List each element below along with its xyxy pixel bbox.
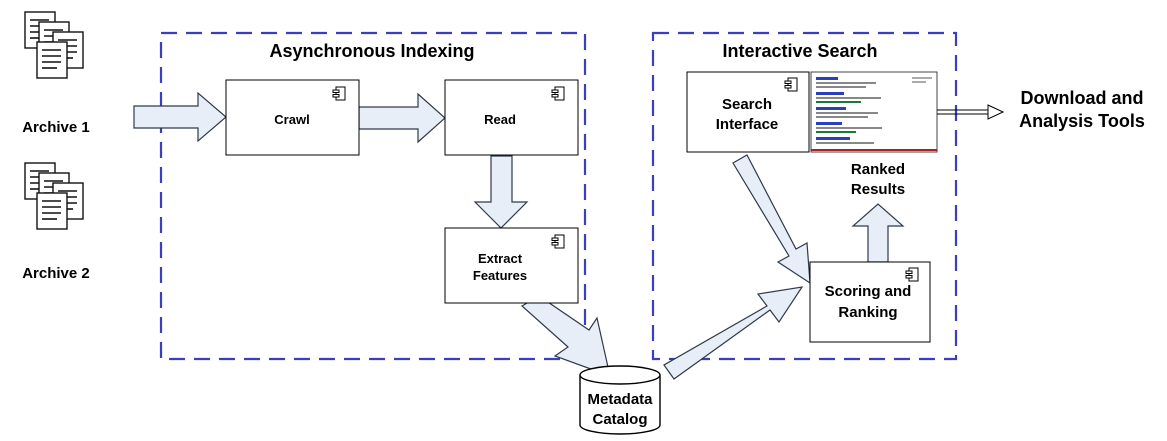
asynchronous-indexing-title: Asynchronous Indexing <box>269 41 474 61</box>
extract-features-label-line2: Features <box>473 268 527 283</box>
metadata-catalog-label-line2: Catalog <box>592 411 647 428</box>
interactive-search-title: Interactive Search <box>722 41 877 61</box>
extract-features-label-line1: Extract <box>478 251 523 266</box>
scoring-ranking-label-line2: Ranking <box>838 304 897 321</box>
arrow-catalog-to-scoring <box>663 286 804 380</box>
read-label: Read <box>484 112 516 127</box>
arrow-results-to-tools <box>937 104 1005 120</box>
download-analysis-tools-line2: Analysis Tools <box>1019 111 1145 131</box>
ranked-results-label-line2: Results <box>851 181 905 198</box>
asynchronous-indexing-group <box>159 31 587 361</box>
archive-1-icon <box>24 11 84 79</box>
archive-2-icon <box>24 162 84 230</box>
metadata-catalog-cylinder <box>579 365 661 435</box>
download-analysis-tools-line1: Download and <box>1021 88 1144 108</box>
ranked-results-thumbnail <box>810 71 938 153</box>
arrow-read-to-extract <box>473 155 529 229</box>
arrow-crawl-to-read <box>358 92 446 144</box>
arrow-extract-to-catalog <box>520 295 611 377</box>
arrow-archive-to-crawl <box>133 91 227 143</box>
archive-1-label: Archive 1 <box>22 119 90 136</box>
arrow-scoring-to-results <box>851 203 905 263</box>
crawl-label: Crawl <box>274 112 309 127</box>
archive-2-label: Archive 2 <box>22 265 90 282</box>
metadata-catalog-label-line1: Metadata <box>587 391 653 408</box>
search-interface-label-line1: Search <box>722 96 772 113</box>
ranked-results-label-line1: Ranked <box>851 161 905 178</box>
interactive-search-group <box>651 31 958 361</box>
scoring-ranking-label-line1: Scoring and <box>825 283 912 300</box>
search-interface-label-line2: Interface <box>716 116 779 133</box>
arrow-interface-to-scoring <box>732 154 811 285</box>
